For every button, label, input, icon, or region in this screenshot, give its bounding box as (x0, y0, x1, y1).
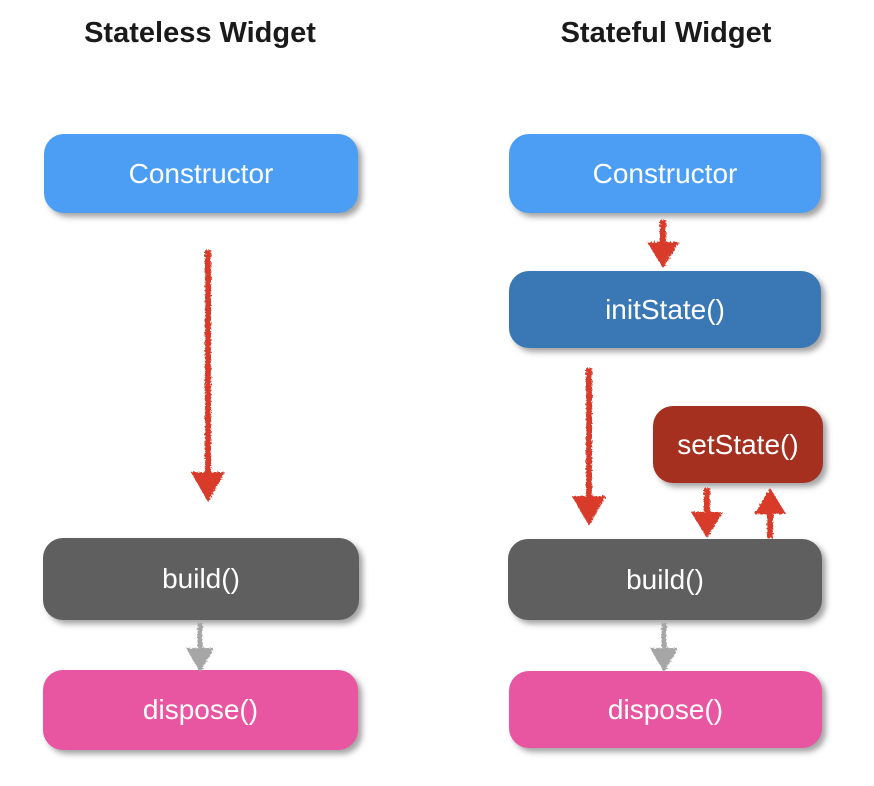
down-arrow-icon (650, 623, 678, 672)
node-label: Constructor (128, 157, 274, 189)
node-stateless-constructor: Constructor (44, 134, 358, 213)
node-stateless-build: build() (43, 538, 359, 620)
node-stateful-constructor: Constructor (509, 134, 821, 213)
node-label: Constructor (592, 157, 738, 189)
node-label: initState() (605, 293, 725, 325)
node-label: setState() (677, 428, 799, 460)
down-arrow-icon (191, 250, 225, 502)
down-arrow-icon (691, 488, 723, 538)
node-stateful-dispose: dispose() (509, 671, 822, 748)
node-stateful-initstate: initState() (509, 271, 821, 348)
node-label: dispose() (142, 694, 259, 725)
node-label: build() (162, 563, 240, 594)
arrow-stateful-build-to-dispose-icon (650, 623, 678, 672)
down-arrow-icon (186, 623, 214, 672)
node-stateless-dispose: dispose() (43, 670, 358, 750)
down-arrow-icon (647, 220, 679, 268)
down-arrow-icon (572, 368, 606, 526)
arrow-stateless-build-to-dispose-icon (186, 623, 214, 672)
arrow-stateful-constructor-to-initstate-icon (647, 220, 679, 268)
up-arrow-icon (754, 488, 786, 538)
node-stateful-build: build() (508, 539, 822, 620)
node-label: dispose() (607, 693, 724, 725)
node-label: build() (626, 563, 704, 595)
arrow-build-to-setstate-icon (754, 488, 786, 538)
arrow-setstate-to-build-icon (691, 488, 723, 538)
stateful-widget-title: Stateful Widget (560, 17, 772, 49)
arrow-stateless-constructor-to-build-icon (191, 250, 225, 502)
arrow-stateful-initstate-to-build-icon (572, 368, 606, 526)
stateless-widget-title: Stateless Widget (84, 17, 316, 49)
node-stateful-setstate: setState() (653, 406, 823, 483)
